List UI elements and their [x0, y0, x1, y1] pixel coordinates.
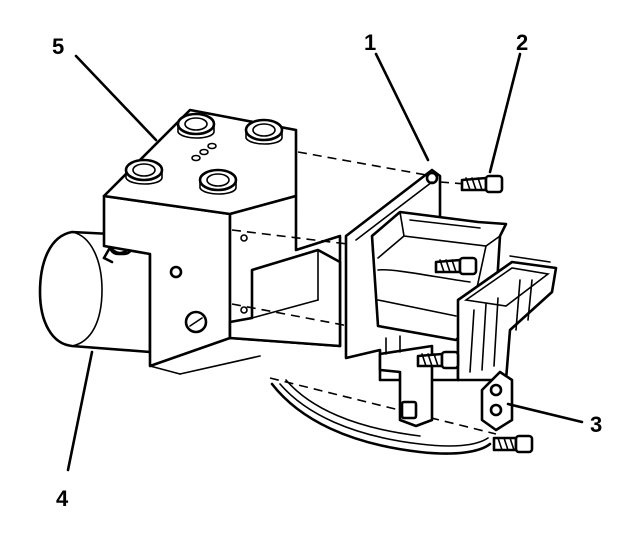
screw-middle [434, 256, 478, 276]
callout-5: 5 [52, 34, 64, 59]
screw-lower [416, 350, 460, 370]
port-rear-right [244, 118, 284, 145]
port-rear-left [176, 112, 216, 139]
harness-connector-cover [456, 255, 558, 432]
callout-1: 1 [364, 30, 376, 55]
small-vent-holes [191, 142, 217, 162]
screw-bottom [492, 434, 534, 454]
callout-3: 3 [590, 412, 602, 437]
brake-line-ports [124, 112, 284, 195]
port-front-right [198, 168, 238, 195]
hydraulic-modulator-block [102, 108, 342, 375]
wire-harness [270, 379, 492, 455]
callout-4: 4 [56, 486, 69, 511]
screw-top [460, 174, 504, 194]
port-front-left [124, 158, 164, 185]
leader-lines [66, 52, 584, 472]
callout-2: 2 [516, 30, 528, 55]
